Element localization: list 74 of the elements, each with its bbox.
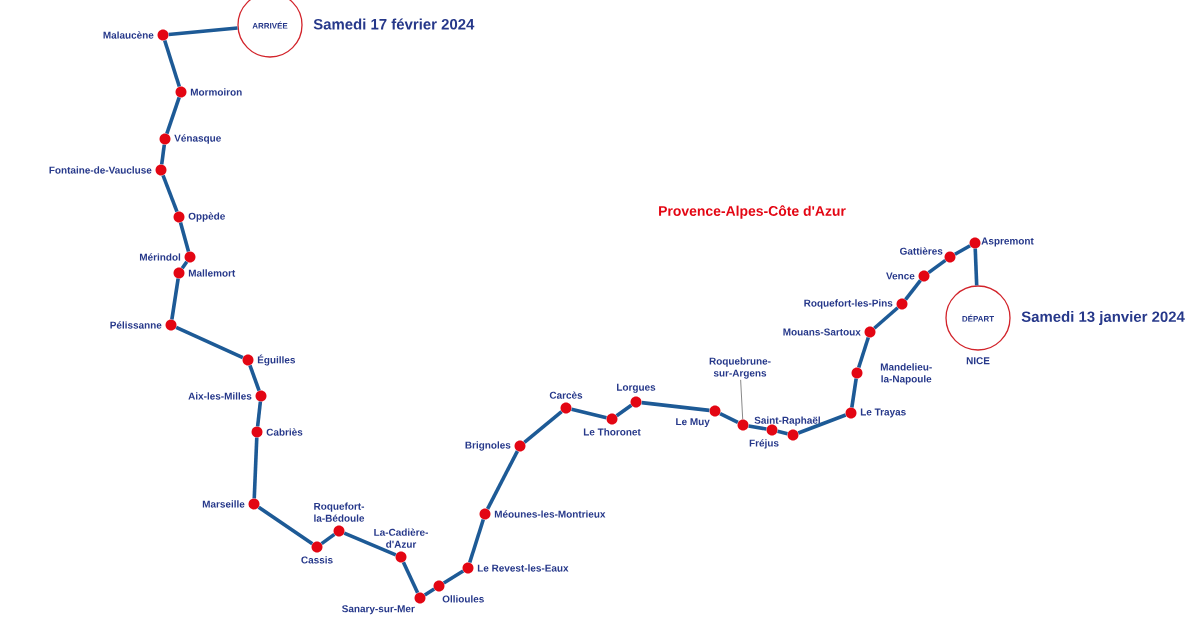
route-line — [161, 174, 179, 213]
route-line — [178, 222, 191, 252]
town-label: Le Thoronet — [583, 428, 641, 436]
town-label: NICE — [966, 357, 990, 365]
route-line — [423, 587, 436, 597]
town-label: Mormoiron — [190, 88, 242, 96]
route-line — [719, 411, 739, 425]
town-label: Mouans-Sartoux — [783, 328, 861, 336]
town-label: Roquebrune-sur-Argens — [709, 357, 771, 379]
route-line — [320, 532, 336, 546]
route-line — [163, 39, 181, 88]
route-line — [165, 96, 181, 135]
town-label: Malaucène — [103, 31, 154, 39]
route-line — [927, 258, 947, 275]
town-label: Vénasque — [174, 134, 221, 144]
route-line — [748, 424, 767, 431]
route-line — [873, 306, 899, 330]
town-label: Le Trayas — [860, 408, 906, 418]
leader-line — [740, 379, 744, 420]
town-label: Brignoles — [465, 441, 511, 451]
town-label: Éguilles — [257, 354, 295, 366]
route-line — [523, 410, 563, 444]
route-line — [257, 505, 314, 546]
town-label: Fréjus — [749, 439, 779, 449]
route-line — [571, 407, 607, 420]
route-line — [486, 450, 519, 510]
route-line — [252, 437, 259, 499]
town-label: Ollioules — [442, 595, 484, 603]
town-label: Vence — [886, 272, 915, 280]
route-line — [954, 244, 971, 256]
town-label: Mallemort — [188, 269, 236, 277]
route-line — [248, 364, 261, 392]
town-label: Mérindol — [139, 253, 181, 261]
town-label: Aspremont — [981, 237, 1034, 247]
date-label: Samedi 17 février 2024 — [313, 18, 475, 30]
route-line — [857, 336, 870, 369]
route-line — [401, 561, 420, 594]
route-line — [850, 378, 858, 408]
town-label: Carcès — [549, 391, 583, 399]
route-line — [904, 279, 922, 301]
route-line — [255, 401, 263, 427]
route-line — [168, 26, 238, 37]
town-label: Oppède — [188, 212, 225, 222]
town-label: Le Muy — [676, 418, 710, 428]
town-label: Mandelieu-la-Napoule — [880, 363, 932, 385]
route-line — [468, 518, 485, 564]
route-line — [777, 429, 788, 436]
town-label: Roquefort-les-Pins — [804, 299, 893, 309]
route-line — [615, 403, 633, 418]
region-label: Provence-Alpes-Côte d'Azur — [659, 205, 846, 219]
town-label: Saint-Raphaël — [754, 416, 820, 426]
route-line — [175, 325, 244, 360]
route-line — [641, 400, 710, 413]
route-line — [797, 413, 847, 435]
town-label: Gattières — [900, 247, 943, 255]
town-label: Méounes-les-Montrieux — [494, 510, 606, 518]
route-line — [180, 260, 189, 270]
town-label: La-Cadière-d'Azur — [374, 528, 428, 548]
town-label: Marseille — [202, 500, 245, 508]
town-label: Sanary-sur-Mer — [342, 605, 415, 615]
town-label: Aix-les-Milles — [188, 392, 252, 400]
town-label: Lorgues — [617, 383, 656, 393]
town-label: Cassis — [301, 556, 333, 564]
town-label: Fontaine-de-Vaucluse — [49, 166, 152, 174]
route-line — [343, 531, 397, 557]
town-label: Cabriès — [266, 428, 303, 436]
route-line — [170, 278, 180, 320]
route-line — [973, 248, 979, 286]
town-label: Roquefort-la-Bédoule — [314, 502, 365, 522]
town-label: Pélissanne — [110, 321, 162, 329]
date-label: Samedi 13 janvier 2024 — [1021, 311, 1185, 325]
route-line — [442, 569, 465, 585]
town-label: Le Revest-les-Eaux — [477, 564, 569, 572]
route-line — [159, 144, 167, 165]
